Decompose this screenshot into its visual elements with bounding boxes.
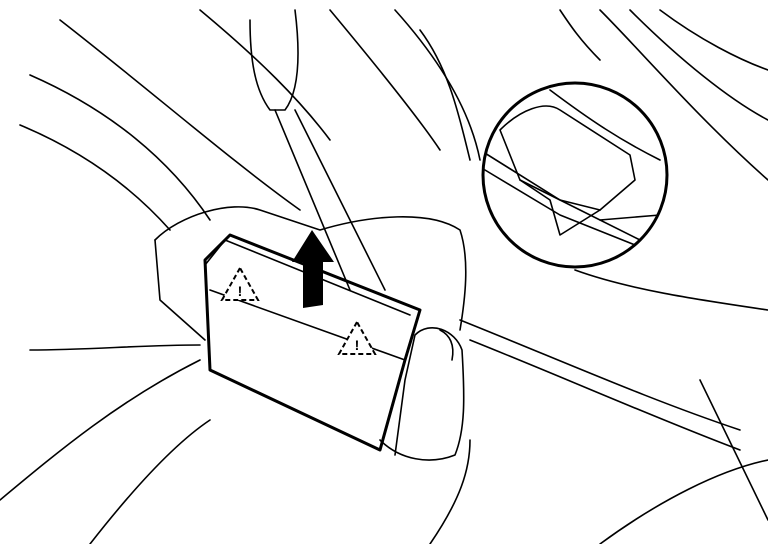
- up-arrow-icon: [292, 230, 334, 308]
- warning-triangle-icon: !: [220, 265, 260, 301]
- shift-lever: [249, 9, 386, 291]
- svg-text:!: !: [355, 337, 360, 353]
- background-interior-lines: [0, 9, 768, 544]
- svg-text:!: !: [238, 283, 243, 299]
- console-cover-panel: [203, 233, 422, 452]
- detail-magnifier-circle: [481, 81, 669, 269]
- console-body: [154, 206, 467, 461]
- warning-triangle-icon: !: [337, 319, 377, 355]
